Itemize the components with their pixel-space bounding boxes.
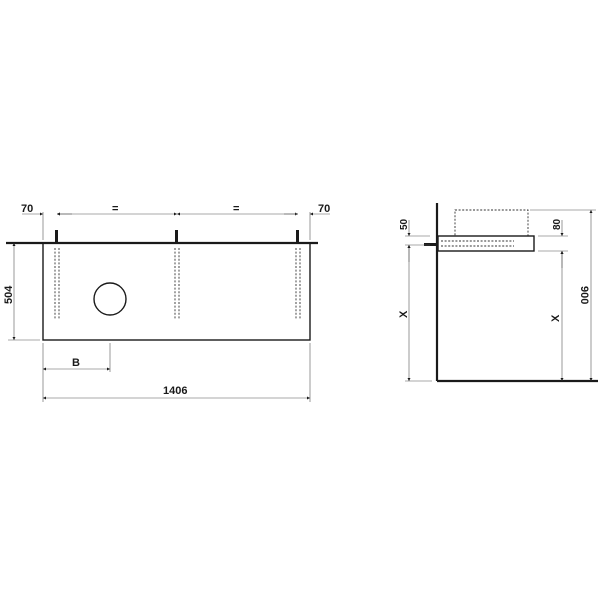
front-view: 70 = = 70 504 B 1406	[3, 203, 330, 402]
side-view: 50 X 80 X 900	[398, 203, 598, 383]
dim-spacing-2: =	[233, 203, 239, 215]
waste-outlet	[93, 282, 127, 316]
basin-outline	[454, 209, 529, 237]
vanity-shelf	[437, 235, 535, 252]
dim-mount-height-right: X	[550, 314, 562, 322]
dim-total-height: 900	[578, 286, 590, 304]
dim-thickness: 80	[552, 218, 563, 230]
mounting-bolt-2	[174, 230, 180, 320]
dim-b: B	[72, 357, 80, 369]
mounting-bolt-1	[54, 230, 60, 320]
dim-width: 1406	[163, 385, 187, 397]
dim-spacing-1: =	[112, 203, 118, 215]
dim-top-gap: 50	[399, 218, 410, 230]
dim-mount-height-left: X	[398, 310, 410, 318]
dim-right-offset: 70	[318, 203, 330, 215]
dim-left-offset: 70	[21, 203, 33, 215]
dim-height: 504	[3, 285, 15, 304]
vanity-body	[42, 242, 311, 341]
wall-bolt	[424, 243, 437, 246]
mounting-bolt-3	[295, 230, 301, 320]
